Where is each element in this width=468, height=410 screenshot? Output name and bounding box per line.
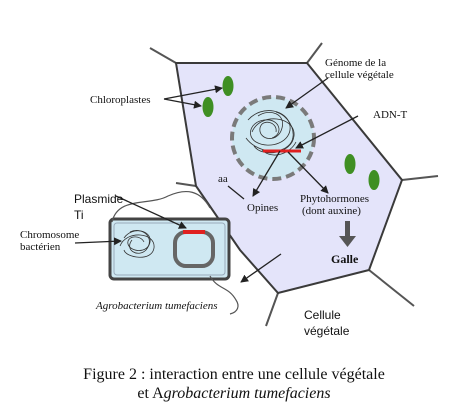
label-phyto-line1: Phytohormones — [300, 193, 369, 205]
label-plasmide: Plasmide — [74, 192, 124, 206]
caption-line2-prefix: et A — [137, 385, 164, 402]
agrobacterium — [108, 190, 239, 315]
label-genome-line1: Génome de la — [325, 57, 386, 69]
label-galle: Galle — [331, 252, 359, 266]
label-cellule-line1: Cellule — [304, 308, 341, 322]
bacterial-chromosome — [119, 230, 155, 258]
chloroplast — [202, 97, 214, 117]
label-chromosome-line1: Chromosome — [20, 229, 79, 241]
chloroplast — [368, 170, 380, 190]
cell-walls — [149, 42, 439, 327]
chloroplast — [222, 76, 234, 96]
chloroplast — [344, 154, 356, 174]
flagellum — [111, 190, 211, 223]
flagellum — [209, 275, 239, 315]
label-cellule-line2: végétale — [304, 324, 350, 338]
thick-arrow — [339, 221, 356, 247]
caption-line2-italic: grobacterium tumefaciens — [163, 385, 331, 402]
caption-line2: et Agrobacterium tumefaciens — [0, 384, 468, 403]
figure-caption: Figure 2 : interaction entre une cellule… — [0, 365, 468, 403]
label-phyto-line2: (dont auxine) — [302, 205, 361, 217]
caption-line1: Figure 2 : interaction entre une cellule… — [83, 366, 385, 383]
label-genome-line2: cellule végétale — [325, 69, 394, 81]
ti-plasmid — [173, 230, 215, 268]
label-agrobacterium: Agrobacterium tumefaciens — [95, 300, 217, 312]
label-opines: Opines — [247, 202, 278, 214]
label-chloroplastes: Chloroplastes — [90, 94, 151, 106]
label-chromosome-line2: bactérien — [20, 241, 61, 253]
label-aa: aa — [218, 173, 228, 185]
arrows — [74, 77, 359, 283]
label-ti: Ti — [74, 208, 84, 222]
label-adn-t: ADN-T — [373, 109, 407, 121]
